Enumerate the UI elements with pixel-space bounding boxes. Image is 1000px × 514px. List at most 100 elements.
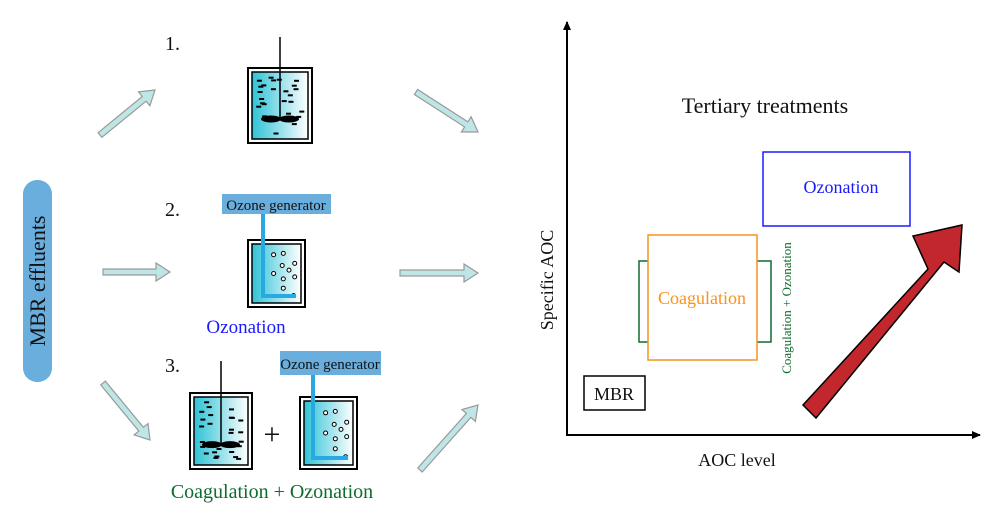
particle (287, 94, 293, 97)
ozone-bubble (332, 446, 338, 452)
coagulation-region-label: Coagulation (658, 288, 746, 308)
particle (281, 100, 287, 103)
particle (199, 425, 205, 428)
ozone-bubble (344, 434, 350, 440)
particle (260, 102, 266, 105)
particle (229, 451, 235, 453)
ozone-bubble (280, 250, 286, 256)
particle (299, 110, 305, 113)
ozonation-region: Ozonation (762, 151, 911, 227)
process-1: 1. (165, 33, 313, 144)
particle (233, 456, 239, 459)
stirrer-blade (220, 441, 240, 449)
stirrer-blade (279, 115, 299, 123)
process-3-caption: Coagulation + Ozonation (171, 481, 373, 503)
particle (256, 79, 262, 82)
ozone-pipe (311, 375, 348, 460)
plus-sign: + (264, 418, 281, 451)
particle (293, 88, 299, 91)
ozone-bubble (331, 421, 337, 427)
particle (212, 451, 218, 454)
stirrer-blade (202, 441, 222, 449)
particle (203, 452, 209, 455)
ozone-bubble (292, 274, 298, 280)
particle (206, 406, 212, 409)
ozone-bubble (280, 276, 286, 282)
flow-arrow-icon (416, 404, 479, 473)
ozone-bubble (323, 430, 329, 436)
ozone-bubble (292, 260, 298, 266)
process-3: 3. + Ozone generator Coagulation + Ozona… (165, 351, 381, 503)
particle (238, 431, 244, 434)
ozone-bubble (279, 263, 285, 268)
trend-arrow-icon (801, 224, 963, 420)
process-1-number: 1. (165, 33, 180, 55)
aoc-plot: Tertiary treatments AOC level Specific A… (537, 21, 981, 470)
particle (200, 418, 206, 421)
ozone-pipe (261, 214, 296, 298)
mbr-effluents-source: MBR effluents (23, 180, 52, 382)
particle (204, 401, 210, 404)
process-2-caption: Ozonation (206, 317, 286, 338)
particle (238, 440, 244, 443)
ozone-bubble (280, 285, 286, 291)
flow-arrow-icon (97, 89, 156, 139)
particle (229, 408, 234, 411)
mbr-region: MBR (583, 375, 646, 411)
particle (236, 445, 242, 448)
particle (207, 422, 213, 425)
particle (229, 416, 235, 419)
ozone-bubble (271, 271, 277, 276)
flow-arrow-icon (399, 262, 480, 284)
stirrer-blade (261, 115, 281, 123)
ozone-bubble (323, 410, 329, 416)
coagulation-tank-icon (247, 37, 313, 144)
ozone-bubble (338, 426, 344, 432)
particle (208, 414, 214, 417)
mbr-effluents-label: MBR effluents (25, 216, 50, 347)
combined-region: Coagulation + Ozonation (638, 242, 794, 374)
particle (228, 431, 234, 434)
particle (273, 132, 279, 135)
particle (288, 100, 294, 103)
ozone-generator-label: Ozone generator (226, 198, 326, 214)
particle (258, 85, 264, 88)
x-axis-label: AOC level (698, 450, 775, 470)
ozone-bubble (271, 252, 277, 258)
ozone-generator-label: Ozone generator (280, 357, 380, 373)
particle (199, 410, 205, 413)
process-3-number: 3. (165, 355, 180, 377)
combined-region-label: Coagulation + Ozonation (779, 242, 794, 374)
tank-water (251, 243, 302, 304)
plot-title: Tertiary treatments (682, 93, 848, 118)
ozone-generator-box: Ozone generator (222, 194, 331, 214)
particle (283, 90, 289, 93)
ozone-generator-box: Ozone generator (280, 351, 381, 375)
coagulation-region: Coagulation (647, 234, 758, 361)
particle (261, 84, 267, 87)
flow-arrow-icon (102, 261, 172, 283)
particle (259, 98, 265, 100)
flow-arrow-icon (99, 380, 151, 441)
particle (291, 84, 297, 87)
coagulation-tank-icon (189, 361, 253, 470)
particle (216, 448, 222, 450)
particle (296, 115, 302, 118)
particle (268, 76, 274, 79)
particle (271, 79, 277, 82)
particle (200, 445, 206, 448)
particle (256, 105, 262, 108)
flow-arrow-icon (413, 88, 479, 133)
particle (294, 79, 299, 82)
flow-arrows (97, 88, 480, 473)
particle (257, 91, 263, 93)
particle (214, 455, 220, 458)
ozonation-tank-icon (247, 214, 306, 308)
ozone-bubble (332, 436, 338, 442)
particle (213, 456, 219, 459)
process-2-number: 2. (165, 199, 180, 221)
ozone-bubble (332, 408, 338, 414)
particle (286, 112, 291, 115)
particle (291, 123, 297, 126)
